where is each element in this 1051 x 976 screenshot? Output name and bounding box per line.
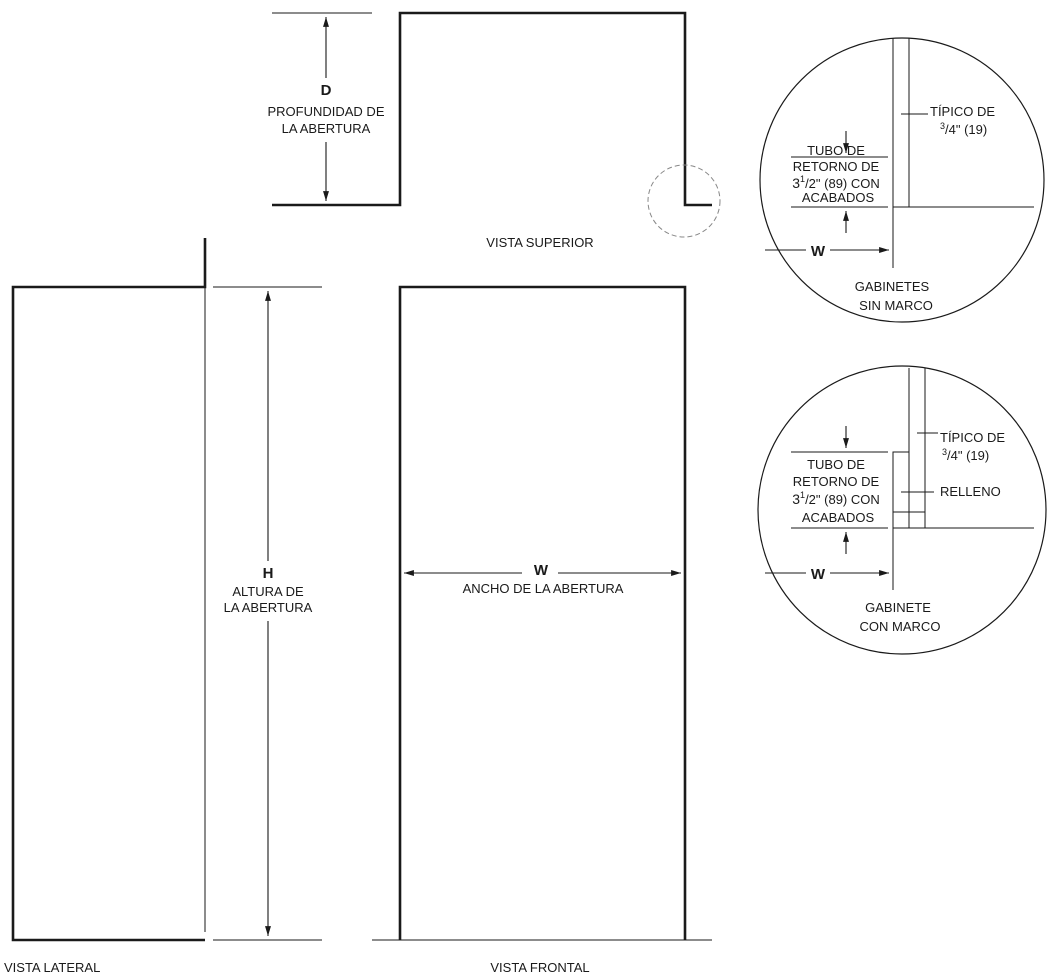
detail-callout-circle (647, 164, 721, 238)
side-view-caption: VISTA LATERAL (4, 960, 100, 975)
side-view: H ALTURA DE LA ABERTURA VISTA LATERAL (4, 238, 326, 975)
detail-framed-tube-label-bg (788, 454, 886, 526)
detail-framed-tube-line4: ACABADOS (802, 510, 875, 525)
detail-framed-caption-line2: CON MARCO (860, 619, 941, 634)
detail-frameless-circle (759, 37, 1045, 323)
depth-label-line1: PROFUNDIDAD DE (267, 104, 384, 119)
depth-label-line2: LA ABERTURA (282, 121, 371, 136)
detail-framed-w-label: W (811, 566, 826, 583)
detail-frameless-tube-line3: 31/2" (89) CON (792, 174, 880, 191)
detail-frameless-w-label: W (811, 243, 826, 260)
side-view-outline (11, 238, 207, 942)
detail-frameless-tube-line4: ACABADOS (802, 190, 875, 205)
width-label: ANCHO DE LA ABERTURA (463, 581, 624, 596)
height-letter: H (263, 565, 274, 582)
depth-letter: D (321, 82, 332, 99)
depth-label-bg (268, 78, 393, 142)
front-view-outline (398, 285, 687, 940)
top-view-outline (272, 11, 712, 207)
detail-framed: TÍPICO DE 3/4" (19) RELLENO TUBO DE RETO… (757, 365, 1047, 655)
detail-frameless-caption-line1: GABINETES (855, 279, 930, 294)
height-label-line1: ALTURA DE (232, 584, 304, 599)
detail-frameless-tube-line2: RETORNO DE (793, 159, 880, 174)
height-label-bg (214, 561, 326, 621)
detail-framed-filler (892, 451, 909, 528)
detail-frameless-caption-line2: SIN MARCO (859, 298, 933, 313)
detail-framed-typical-line1: TÍPICO DE (940, 430, 1005, 445)
width-letter: W (534, 562, 549, 579)
height-label-line2: LA ABERTURA (224, 600, 313, 615)
detail-frameless: TÍPICO DE 3/4" (19) TUBO DE RETORNO DE 3… (759, 37, 1045, 323)
top-view-caption: VISTA SUPERIOR (486, 235, 593, 250)
detail-framed-caption-line1: GABINETE (865, 600, 931, 615)
detail-frameless-typical-line2: 3/4" (19) (940, 121, 987, 137)
front-view-caption: VISTA FRONTAL (490, 960, 589, 975)
detail-framed-tube-line1: TUBO DE (807, 457, 865, 472)
width-letter-bg (522, 560, 558, 578)
top-view: D PROFUNDIDAD DE LA ABERTURA VISTA SUPER… (267, 11, 721, 250)
detail-frameless-tube-line1: TUBO DE (807, 143, 865, 158)
detail-framed-tube-line2: RETORNO DE (793, 474, 880, 489)
detail-framed-filler-label: RELLENO (940, 484, 1001, 499)
front-view: W ANCHO DE LA ABERTURA VISTA FRONTAL (372, 285, 712, 975)
detail-frameless-w-bg (806, 241, 830, 259)
detail-framed-typical-line2: 3/4" (19) (942, 447, 989, 463)
detail-frameless-typical-line1: TÍPICO DE (930, 104, 995, 119)
detail-framed-tube-line3: 31/2" (89) CON (792, 490, 880, 507)
detail-framed-w-bg (806, 564, 830, 582)
detail-frameless-tube-label-bg (788, 159, 886, 205)
